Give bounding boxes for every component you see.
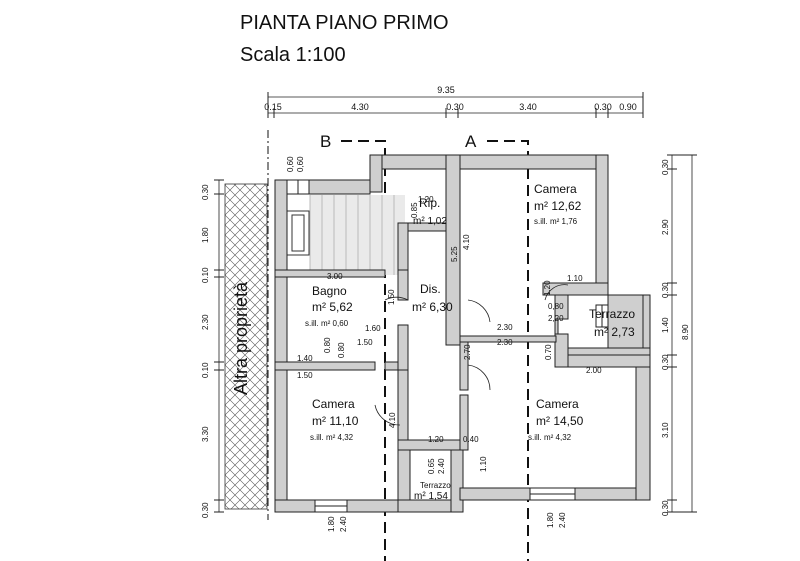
dim-2-00: 2.00 — [586, 366, 602, 375]
dim-left-4: 2.30 — [201, 314, 210, 330]
dim-0-40: 0.40 — [463, 435, 479, 444]
room-terrazzo-e-area: m² 2,73 — [594, 325, 635, 339]
room-camera-sw-name: Camera — [312, 397, 355, 411]
dim-top-seg-3: 0.30 — [446, 102, 464, 112]
dim-1-60: 1.60 — [365, 324, 381, 333]
dim-2-20: 2,20 — [548, 314, 564, 323]
walls — [274, 154, 651, 513]
room-rip-area: m² 1,02 — [413, 216, 447, 227]
room-camera-sw-area: m² 11,10 — [312, 414, 359, 428]
dim-1-50-b: 1.50 — [357, 338, 373, 347]
dim-left-6: 3.30 — [201, 426, 210, 442]
dim-2-30-a: 2.30 — [497, 323, 513, 332]
room-rip-name: Rip. — [419, 196, 440, 210]
dim-4-10-a: 4.10 — [462, 234, 471, 250]
room-bagno-name: Bagno — [312, 284, 347, 298]
windows — [286, 179, 609, 513]
dim-right-5: 0.30 — [661, 354, 670, 370]
dim-1-40: 1.40 — [297, 354, 313, 363]
dim-right-1: 0.30 — [661, 159, 670, 175]
dim-top-seg-5: 0.30 — [594, 102, 612, 112]
room-camera-ne-sill: s.ill. m² 1,76 — [534, 217, 578, 226]
dim-0-85: 0.85 — [410, 202, 419, 218]
room-camera-ne-area: m² 12,62 — [534, 199, 582, 213]
dim-3-00: 3.00 — [327, 272, 343, 281]
room-camera-se-name: Camera — [536, 397, 579, 411]
room-terrazzo-s-name: Terrazzo — [420, 481, 451, 490]
dim-2-70: 2.70 — [463, 344, 472, 360]
dim-1-20-b: 1.20 — [543, 280, 552, 296]
room-bagno-area: m² 5,62 — [312, 300, 353, 314]
dim-1-20-a: 1.20 — [418, 195, 434, 204]
door-swings — [374, 284, 569, 426]
section-label-a: A — [465, 132, 477, 151]
dim-right-total: 8.90 — [681, 324, 690, 340]
room-labels: Rip. m² 1,02 Camera m² 12,62 s.ill. m² 1… — [305, 182, 635, 502]
dim-top-seg-6: 0.90 — [619, 102, 637, 112]
dim-1-80-b: 1.80 — [546, 512, 555, 528]
dim-right-6: 3.10 — [661, 422, 670, 438]
dim-0-80-b: 0.80 — [337, 342, 346, 358]
dim-right-7: 0.30 — [661, 500, 670, 516]
neighbor-label: Altra proprietà — [231, 281, 251, 395]
dim-right-2: 2.90 — [661, 219, 670, 235]
dim-top-seg-2: 4.30 — [351, 102, 369, 112]
right-dimension-lines: 0.30 2.90 0.30 1.40 0.30 3.10 0.30 8.90 — [661, 154, 697, 516]
dim-left-2: 1.80 — [201, 227, 210, 243]
dim-1-10-b: 1.10 — [479, 456, 488, 472]
dim-1-50-a: 1.50 — [387, 289, 396, 305]
dim-4-10-b: 4.10 — [388, 412, 397, 428]
plan-title: PIANTA PIANO PRIMO — [240, 12, 449, 34]
dim-0-60-a: 0,60 — [286, 156, 295, 172]
dim-2-40-c: 2.40 — [558, 512, 567, 528]
room-terrazzo-s-area: m² 1,54 — [414, 491, 448, 502]
plan-scale: Scala 1:100 — [240, 44, 346, 66]
section-lines: B A — [320, 132, 529, 561]
inner-dimensions: 0,60 0,60 0.85 1.20 5.25 4.10 3.00 1.50 … — [286, 156, 602, 532]
dim-total-width: 9.35 — [437, 85, 455, 95]
left-dimension-lines: 0.30 1.80 0.10 2.30 0.10 3.30 0.30 — [201, 179, 224, 518]
dim-right-4: 1.40 — [661, 317, 670, 333]
section-label-b: B — [320, 132, 331, 151]
dim-2-40-a: 2.40 — [437, 458, 446, 474]
dim-right-3: 0.30 — [661, 282, 670, 298]
dim-0-70: 0.70 — [544, 344, 553, 360]
dim-1-50-c: 1.50 — [297, 371, 313, 380]
room-camera-ne-name: Camera — [534, 182, 577, 196]
dim-0-65: 0.65 — [427, 458, 436, 474]
dim-left-7: 0.30 — [201, 502, 210, 518]
dim-left-5: 0.10 — [201, 362, 210, 378]
dim-2-40-b: 2.40 — [339, 516, 348, 532]
dim-0-60-b: 0,60 — [296, 156, 305, 172]
dim-1-20-c: 1.20 — [428, 435, 444, 444]
room-terrazzo-e-name: Terrazzo — [589, 307, 635, 321]
staircase — [286, 195, 405, 275]
room-dis-area: m² 6,30 — [412, 300, 453, 314]
room-camera-se-area: m² 14,50 — [536, 414, 584, 428]
room-camera-se-sill: s.ill. m² 4,32 — [528, 433, 572, 442]
dim-left-1: 0.30 — [201, 184, 210, 200]
dim-0-80-a: 0.80 — [323, 337, 332, 353]
dim-left-3: 0.10 — [201, 267, 210, 283]
dim-2-30-b: 2.30 — [497, 338, 513, 347]
neighbor-property: Altra proprietà — [224, 130, 269, 520]
dim-top-seg-4: 3.40 — [519, 102, 537, 112]
room-camera-sw-sill: s.ill. m² 4,32 — [310, 433, 354, 442]
dim-0-80-c: 0,80 — [548, 302, 564, 311]
dim-1-80-a: 1.80 — [327, 516, 336, 532]
dim-5-25: 5.25 — [450, 246, 459, 262]
room-bagno-sill: s.ill. m² 0,60 — [305, 319, 349, 328]
room-dis-name: Dis. — [420, 282, 441, 296]
dim-1-10-a: 1.10 — [567, 274, 583, 283]
dim-top-seg-1: 0.15 — [264, 102, 282, 112]
top-dimension-lines: 9.35 0.15 4.30 0.30 3.40 0.30 0.90 — [264, 85, 644, 118]
